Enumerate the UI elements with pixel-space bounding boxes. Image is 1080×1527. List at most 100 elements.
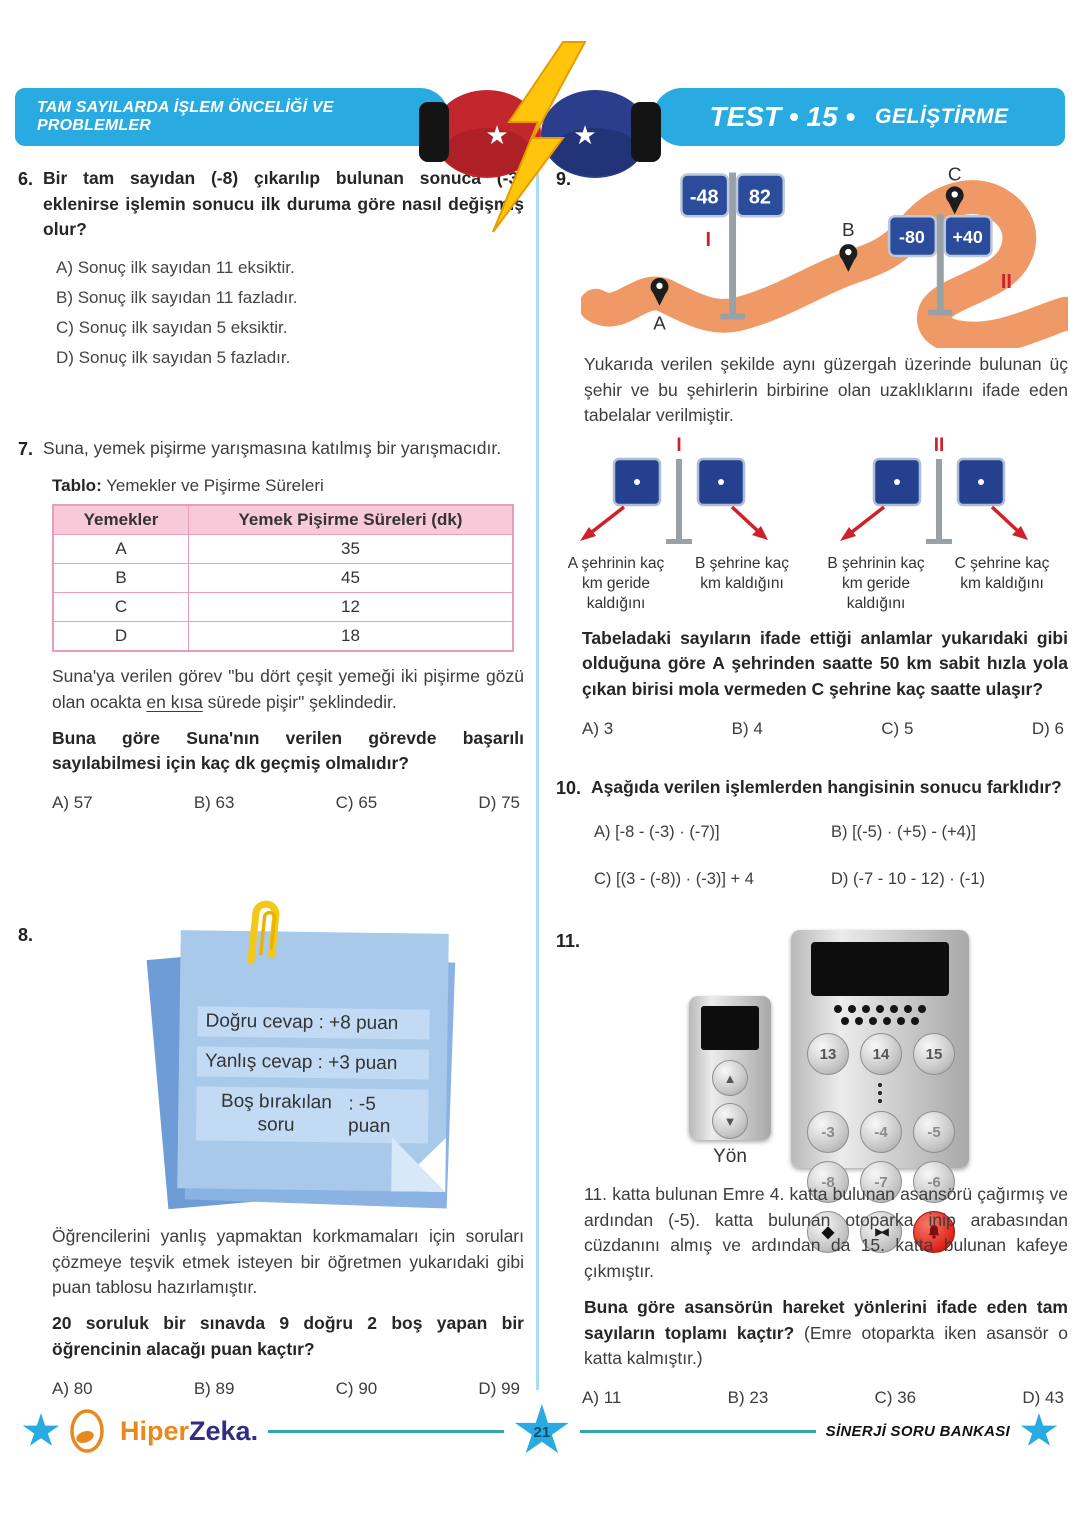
svg-text:-48: -48	[690, 186, 719, 208]
option-d: D) 99	[478, 1378, 520, 1398]
city-pin-c: C	[945, 166, 964, 215]
svg-text:82: 82	[749, 186, 771, 208]
roman-label-1: I	[705, 229, 711, 251]
direction-panel-display	[701, 1006, 760, 1050]
test-banner: TEST • 15 • GELİŞTİRME	[653, 88, 1065, 146]
table-header: Yemekler	[52, 504, 189, 536]
close-doors-icon: ◆	[807, 1211, 850, 1253]
question-detail: Suna'ya verilen görev "bu dört çeşit yem…	[52, 666, 524, 712]
roman-label-1: I	[676, 435, 682, 457]
distance-sign-2: -80 +40	[887, 215, 993, 258]
floor-button: 15	[913, 1033, 956, 1075]
speaker-grille	[828, 1005, 932, 1025]
option-b: B) 23	[727, 1388, 769, 1408]
series-title: SİNERJİ SORU BANKASI	[825, 1422, 1010, 1440]
table-caption: Tablo: Yemekler ve Pişirme Süreleri	[52, 476, 324, 496]
floor-button: -6	[913, 1161, 956, 1203]
roman-label-2: II	[933, 435, 945, 457]
distance-sign-1: -48 82	[680, 173, 786, 218]
svg-text:★: ★	[485, 120, 508, 150]
option-b: B) Sonuç ilk sayıdan 11 fazladır.	[56, 288, 298, 308]
up-button: ▲	[712, 1060, 749, 1096]
page-number-star: 21	[514, 1404, 569, 1454]
star-decoration	[1020, 1413, 1058, 1446]
legend-group-2: II B şehrinin kaç km geride kaldığını C …	[820, 435, 1058, 613]
boxing-gloves-lightning-icon: ★ ★	[419, 41, 661, 233]
test-type-label: GELİŞTİRME	[875, 105, 1009, 128]
floor-button: -8	[807, 1161, 850, 1203]
option-a: A) 3	[582, 718, 614, 738]
question-number: 11.	[556, 931, 581, 951]
svg-text:+40: +40	[952, 227, 982, 247]
topic-title: TAM SAYILARDA İŞLEM ÖNCELİĞİ VE PROBLEML…	[37, 99, 334, 134]
legend-sign-1	[580, 457, 768, 545]
option-b: B) [(-5) · (+5) - (+4)]	[831, 823, 976, 842]
legend-sign-2	[840, 457, 1028, 545]
question-6: 6. Bir tam sayıdan (-8) çıkarılıp buluna…	[18, 166, 524, 378]
column-divider	[536, 168, 539, 1390]
svg-text:★: ★	[573, 120, 596, 150]
option-a: A) [-8 - (-3) · (-7)]	[594, 823, 720, 842]
question-text: Aşağıda verilen işlemlerden hangisinin s…	[591, 777, 1062, 797]
floor-button: -4	[860, 1111, 903, 1153]
question-8: 8. Doğru cevap : +8 puan Yanlış cevap : …	[18, 900, 524, 1399]
floor-button: 13	[807, 1033, 850, 1075]
option-c: C) 65	[335, 792, 378, 812]
question-text: Bir tam sayıdan (-8) çıkarılıp bulunan s…	[43, 168, 524, 240]
question-9: 9. -48 82 I -80	[556, 166, 1068, 739]
question-number: 8.	[18, 925, 34, 945]
page-footer: HiperZeka. 21 SİNERJİ SORU BANKASI	[22, 1404, 1058, 1458]
question-7: 7. Suna, yemek pişirme yarışmasına katıl…	[18, 436, 524, 813]
option-d: D) Sonuç ilk sayıdan 5 fazladır.	[56, 348, 291, 368]
option-b: B) 63	[193, 792, 235, 812]
floor-button: -3	[807, 1111, 850, 1153]
note-line-wrong: Yanlış cevap : +3 puan	[196, 1046, 430, 1080]
option-c: C) 90	[335, 1378, 378, 1398]
option-a: A) 80	[52, 1378, 93, 1398]
question-text: Buna göre Suna'nın verilen görevde başar…	[52, 727, 524, 774]
note-line-blank: Boş bırakılan soru : -5 puan	[195, 1086, 429, 1144]
floor-button: -7	[860, 1161, 903, 1203]
question-detail: Yukarıda verilen şekilde aynı güzergah ü…	[584, 354, 1068, 426]
svg-text:C: C	[948, 166, 962, 185]
option-d: D) (-7 - 10 - 12) · (-1)	[831, 870, 986, 889]
question-number: 7.	[18, 439, 34, 459]
legend-text: C şehrine kaç km kaldığını	[954, 555, 1050, 592]
table-header: Yemek Pişirme Süreleri (dk)	[188, 504, 514, 536]
legend-text: B şehrinin kaç km geride kaldığını	[827, 555, 925, 612]
question-detail: 11. katta bulunan Emre 4. katta bulunan …	[584, 1184, 1068, 1282]
question-text: Buna göre asansörün hareket yönlerini if…	[584, 1296, 1068, 1369]
option-a: A) 11	[582, 1388, 622, 1408]
brand-logo-icon	[70, 1409, 104, 1453]
star-decoration	[22, 1413, 60, 1446]
direction-panel-label: Yön	[713, 1146, 747, 1167]
option-c: C) [(3 - (-8)) · (-3)] + 4	[594, 870, 754, 889]
question-10: 10. Aşağıda verilen işlemlerden hangisin…	[556, 775, 1068, 889]
paperclip-icon	[247, 900, 280, 965]
test-number-label: TEST • 15 •	[709, 101, 856, 132]
option-c: C) 5	[881, 718, 914, 738]
option-b: B) 4	[731, 718, 763, 738]
question-intro: Suna, yemek pişirme yarışmasına katılmış…	[43, 438, 502, 458]
city-pin-b: B	[839, 220, 858, 272]
alarm-bell-icon	[913, 1211, 956, 1253]
elevator-panels-illustration: ▲ ▼ Yön 13 14 15	[590, 930, 1068, 1253]
floor-button: 14	[860, 1033, 903, 1075]
brand-logo-text: HiperZeka.	[120, 1415, 259, 1446]
question-number: 10.	[556, 778, 582, 798]
option-a: A) 57	[52, 792, 93, 812]
footer-divider-line	[579, 1429, 816, 1433]
road-map-illustration: -48 82 I -80 +40 II A	[581, 166, 1068, 348]
note-line-correct: Doğru cevap : +8 puan	[197, 1006, 430, 1040]
question-detail: Öğrencilerini yanlış yapmaktan korkmamal…	[52, 1226, 524, 1298]
legend-text: B şehrine kaç km kaldığını	[695, 555, 789, 592]
option-d: D) 75	[478, 792, 520, 812]
page-number: 21	[533, 1423, 551, 1441]
option-d: D) 6	[1031, 718, 1064, 738]
